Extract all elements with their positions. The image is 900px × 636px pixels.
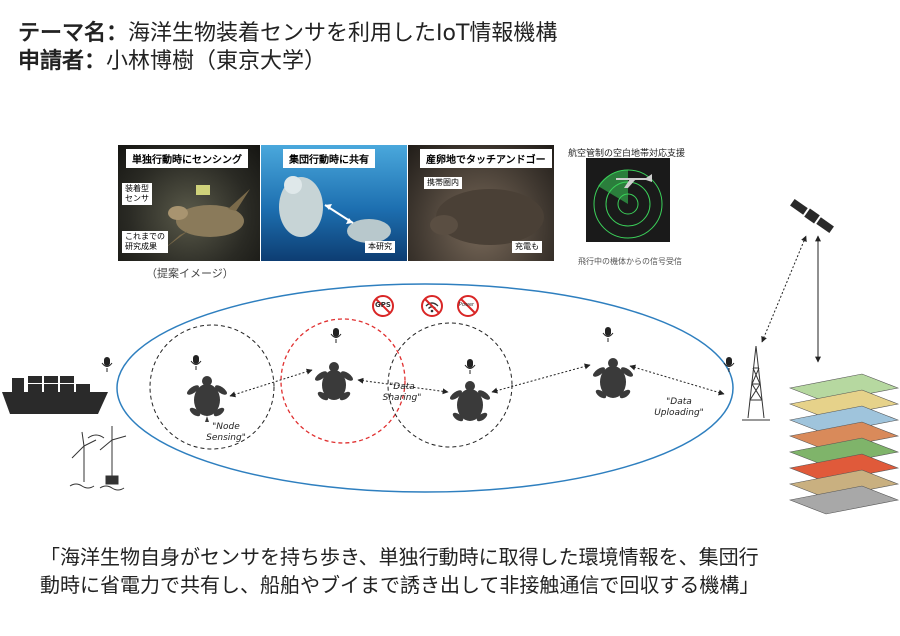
- caption-touch-and-go: 産卵地でタッチアンドゴー: [420, 149, 552, 168]
- turtle-photo-2: [279, 176, 391, 243]
- turtle-photo-3: [430, 189, 544, 245]
- tag-cell-coverage: 携帯圏内: [424, 177, 462, 189]
- microphone-icon: [602, 327, 614, 342]
- wind-turbine-icon: [69, 426, 127, 491]
- theme-key: テーマ名: [18, 21, 107, 46]
- microphone-icon: [190, 355, 202, 370]
- microphone-icon: [464, 359, 476, 374]
- applicant-line: 申請者：小林博樹（東京大学）: [18, 48, 326, 76]
- microphone-icon: [101, 357, 113, 372]
- applicant-separator: ：: [84, 49, 107, 74]
- summary-line-2: 動時に省電力で共有し、船舶やブイまで誘き出して非接触通信で回収する機構」: [40, 573, 760, 597]
- turtle-icon: [187, 376, 227, 422]
- theme-separator: ：: [106, 21, 129, 46]
- turtle-icon: [315, 362, 353, 401]
- proposal-label: （提案イメージ）: [146, 267, 234, 280]
- link-arrow-2: [357, 377, 449, 395]
- caption-group-sharing: 集団行動時に共有: [283, 149, 375, 168]
- caption-signal-receive: 飛行中の機体からの信号受信: [578, 257, 682, 266]
- theme-value: 海洋生物装着センサを利用したIoT情報機構: [128, 21, 558, 46]
- applicant-value: 小林博樹（東京大学）: [106, 49, 327, 74]
- wifi-icon: [421, 295, 443, 317]
- link-arrow-satellite-tower: [761, 235, 807, 343]
- map-layers-icon: [788, 373, 900, 515]
- ship-icon: [2, 376, 108, 414]
- link-arrow-3: [491, 363, 591, 394]
- summary-line-1: 「海洋生物自身がセンサを持ち歩き、単独行動時に取得した環境情報を、集団行: [40, 545, 759, 569]
- theme-title: テーマ名：海洋生物装着センサを利用したIoT情報機構: [18, 20, 557, 48]
- tag-attached-sensor: 装着型 センサ: [122, 183, 152, 205]
- network-area-ellipse: [116, 283, 734, 493]
- link-arrow-upload: [629, 364, 725, 396]
- power-icon: [457, 295, 479, 317]
- link-arrow-1: [229, 368, 313, 398]
- gps-badge-label: GPS: [375, 301, 391, 309]
- satellite-icon: [790, 198, 834, 234]
- airplane-icon: [616, 174, 652, 188]
- label-data-sharing: "Data Sharing": [382, 382, 422, 403]
- photo-solo-sensing: 単独行動時にセンシング 装着型 センサ これまでの 研究成果: [118, 145, 260, 261]
- radar-icon: [586, 158, 670, 242]
- turtle-photo-1: [164, 185, 250, 249]
- tag-this-research: 本研究: [365, 241, 395, 253]
- turtle-icon: [450, 381, 490, 422]
- photo-group-sharing: 集団行動時に共有 本研究: [261, 145, 407, 261]
- label-node-sensing: "Node Sensing": [206, 422, 246, 443]
- antenna-tower-icon: [742, 345, 770, 421]
- applicant-key: 申請者: [18, 49, 85, 74]
- caption-solo-sensing: 単独行動時にセンシング: [126, 149, 248, 168]
- gps-icon: [372, 295, 394, 317]
- tag-charging: 充電も: [512, 241, 542, 253]
- power-badge-label: Power: [459, 302, 475, 308]
- caption-air-traffic: 航空管制の空白地帯対応支援: [568, 149, 686, 159]
- turtle-icon: [593, 358, 633, 399]
- microphone-icon: [723, 357, 735, 372]
- photo-touch-and-go: 産卵地でタッチアンドゴー 携帯圏内 充電も: [408, 145, 554, 261]
- tag-prior-work: これまでの 研究成果: [122, 231, 168, 253]
- label-data-uploading: "Data Uploading": [654, 397, 704, 418]
- microphone-icon: [330, 328, 342, 343]
